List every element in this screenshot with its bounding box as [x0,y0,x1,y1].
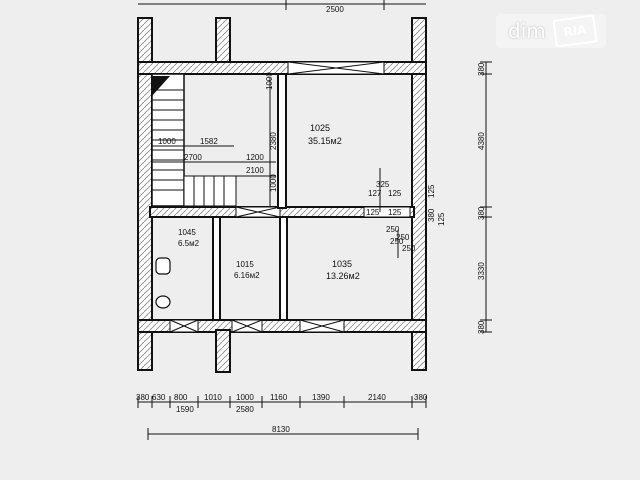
right-dim-4380: 4380 [477,132,486,150]
dim-325: 325 [376,180,390,189]
dim-1000-h: 1000 [158,137,176,146]
dim-2700: 2700 [184,153,202,162]
partition-a [212,216,221,321]
bottom-dim-380-b: 380 [414,393,428,402]
bottom-dim-800: 800 [174,393,188,402]
watermark-logo: dim RIA [496,14,606,48]
bottom-stub-wall [215,329,231,373]
right-dim-380-a: 380 [477,62,486,76]
dim-1000-top: 1000 [265,72,274,90]
dim-125-v2: 125 [437,212,446,226]
dim-250-a: 250 [386,225,400,234]
bottom-dim-2140: 2140 [368,393,386,402]
dim-127: 127 [368,189,382,198]
room-1015-id: 1015 [236,260,254,269]
dim-2380: 2380 [269,132,278,150]
right-dim-380-c: 380 [477,320,486,334]
dim-125-c: 125 [388,208,402,217]
dim-250-c: 250 [390,237,404,246]
bottom-dim-1590: 1590 [176,405,194,414]
dim-125-v1: 125 [427,184,436,198]
room-1035-area: 13.26м2 [326,271,360,281]
stair-partition [277,73,287,209]
right-dim-380-b: 380 [477,206,486,220]
stair-treads [152,76,237,207]
top-stub-wall [215,17,231,65]
dim-250-b: 250 [396,233,410,242]
dim-1582: 1582 [200,137,218,146]
room-1035-id: 1035 [332,259,352,269]
dim-1000-mid: 1000 [269,174,278,192]
watermark-text: dim [508,19,546,43]
bottom-dim-1160: 1160 [270,393,288,402]
dim-380-v: 380 [427,208,436,222]
dim-125-b: 125 [366,208,380,217]
middle-window [363,206,411,218]
room-1045-id: 1045 [178,228,196,237]
dim-1200: 1200 [246,153,264,162]
bottom-dim-630: 630 [152,393,166,402]
room-1045-area: 6.5м2 [178,239,200,248]
top-dim-2500: 2500 [326,5,344,14]
partition-b [279,216,288,321]
right-wall [411,17,427,371]
room-1025-area: 35.15м2 [308,136,342,146]
total-width-dim: 8130 [272,425,290,434]
dim-250-d: 250 [402,244,416,253]
room-1015-area: 6.16м2 [234,271,260,280]
room-1025-id: 1025 [310,123,330,133]
dim-2100: 2100 [246,166,264,175]
bottom-dim-1000: 1000 [236,393,254,402]
toilet-icon [155,295,171,309]
sink-icon [155,257,171,275]
bottom-dim-2580: 2580 [236,405,254,414]
bottom-dim-1390: 1390 [312,393,330,402]
dim-125-a: 125 [388,189,402,198]
bottom-dim-380-a: 380 [136,393,150,402]
right-dim-3330: 3330 [477,262,486,280]
watermark-badge: RIA [551,14,598,48]
bottom-dim-1010: 1010 [204,393,222,402]
